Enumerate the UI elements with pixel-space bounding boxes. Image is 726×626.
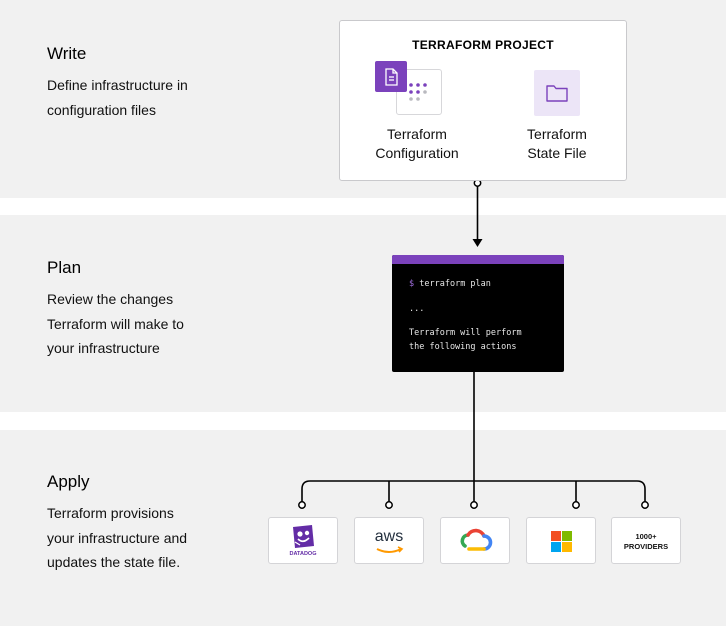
grid-dots-icon: [409, 83, 427, 101]
connector-node: [298, 501, 306, 509]
more-providers-text: PROVIDERS: [623, 542, 669, 551]
aws-logo: [376, 546, 404, 553]
terminal-command: terraform plan: [419, 279, 491, 289]
write-desc-line: configuration files: [47, 101, 156, 118]
write-description: Define infrastructure in configuration f…: [47, 73, 188, 122]
state-label-line: State File: [527, 145, 587, 161]
write-desc-line: Define infrastructure in: [47, 77, 188, 93]
plan-heading: Plan: [47, 258, 82, 277]
document-icon: [375, 61, 407, 92]
terminal-window: $ terraform plan ... Terraform will perf…: [392, 255, 564, 372]
plan-section: [0, 215, 726, 412]
config-label-line: Configuration: [375, 145, 459, 161]
apply-desc-line: updates the state file.: [47, 554, 181, 570]
apply-description: Terraform provisions your infrastructure…: [47, 501, 187, 575]
provider-more: 1000+ PROVIDERS: [611, 517, 681, 564]
more-providers-count: 1000+: [635, 532, 657, 541]
terraform-project-card: TERRAFORM PROJECT Terraform Configuratio…: [339, 20, 627, 181]
plan-desc-line: your infrastructure: [47, 340, 160, 356]
connector-node: [385, 501, 393, 509]
plan-desc-line: Terraform will make to: [47, 315, 184, 332]
provider-microsoft: [526, 517, 596, 564]
datadog-logo: [293, 525, 314, 548]
plan-desc-line: Review the changes: [47, 291, 174, 307]
provider-aws: aws: [354, 517, 424, 564]
plan-description: Review the changes Terraform will make t…: [47, 287, 184, 361]
terminal-output-line: Terraform will perform: [409, 328, 522, 338]
microsoft-logo: [551, 531, 572, 552]
config-label: Terraform Configuration: [362, 125, 472, 163]
apply-desc-line: your infrastructure and: [47, 529, 188, 546]
apply-desc-line: Terraform provisions: [47, 505, 174, 521]
provider-datadog: DATADOG: [268, 517, 338, 564]
connector-node: [470, 501, 478, 509]
terminal-ellipsis: ...: [409, 304, 425, 314]
write-heading: Write: [47, 44, 87, 63]
datadog-wordmark: DATADOG: [289, 551, 317, 557]
folder-icon: [534, 70, 580, 116]
aws-wordmark: aws: [374, 528, 404, 545]
terminal-prompt: $: [409, 279, 415, 289]
project-title: TERRAFORM PROJECT: [412, 38, 554, 52]
more-providers-label: 1000+ PROVIDERS: [612, 532, 680, 552]
terminal-output-line: the following actions: [409, 342, 517, 352]
config-label-line: Terraform: [387, 126, 447, 142]
connector-node: [641, 501, 649, 509]
arrow-head: [472, 239, 483, 247]
google-cloud-logo: [460, 528, 493, 551]
state-label-line: Terraform: [527, 126, 587, 142]
apply-heading: Apply: [47, 472, 90, 491]
provider-google-cloud: [440, 517, 510, 564]
terminal-title-bar: [392, 255, 564, 264]
connector-node: [572, 501, 580, 509]
state-label: Terraform State File: [502, 125, 612, 163]
terminal-command-line: $ terraform plan: [409, 279, 491, 289]
